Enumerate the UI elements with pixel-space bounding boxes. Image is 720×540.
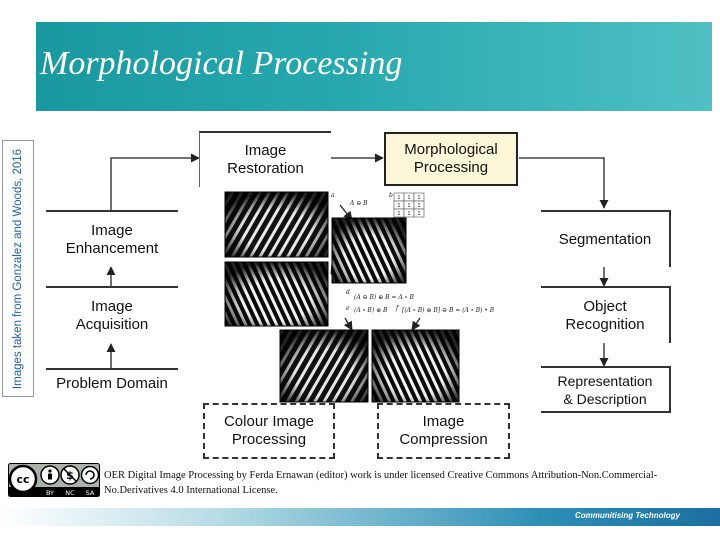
fingerprint-panel-d xyxy=(279,329,369,403)
se-cell: 1 xyxy=(417,211,420,217)
se-cell: 1 xyxy=(407,195,410,201)
fingerprint-panel-e xyxy=(371,329,460,403)
colour-image-processing-box: Colour Image Processing xyxy=(203,403,335,459)
cc-license-badge[interactable]: cc $ BY NC SA xyxy=(8,463,100,497)
panel-label-f: f xyxy=(395,305,400,312)
representation-description-box: Representation & Description xyxy=(541,366,671,413)
license-text: OER Digital Image Processing by Ferda Er… xyxy=(104,470,658,496)
fingerprint-panel-a xyxy=(224,191,329,258)
image-enhancement-box: Image Enhancement xyxy=(46,210,178,267)
image-compression-box: Image Compression xyxy=(377,403,510,459)
structuring-element-grid xyxy=(393,192,425,218)
problem-domain-box: Problem Domain xyxy=(46,368,178,398)
se-cell: 1 xyxy=(417,203,420,209)
image-acquisition-box: Image Acquisition xyxy=(46,286,178,343)
page-title: Morphological Processing xyxy=(40,45,403,82)
footer-tagline: Communitising Technology xyxy=(574,511,680,520)
panel-label-c: c xyxy=(338,217,342,224)
segmentation-box: Segmentation xyxy=(541,210,671,267)
image-restoration-box: Image Restoration xyxy=(199,131,331,187)
se-cell: 1 xyxy=(397,195,400,201)
se-cell: 1 xyxy=(407,211,410,217)
morphological-processing-box: Morphological Processing xyxy=(384,132,518,186)
cc-badge-by: BY xyxy=(46,489,54,497)
se-cell: 1 xyxy=(397,211,400,217)
se-cell: 1 xyxy=(397,203,400,209)
cc-badge-sa: SA xyxy=(86,489,95,497)
panel-label-a: a xyxy=(331,192,335,199)
svg-text:cc: cc xyxy=(16,473,29,486)
image-credit-box: Images taken from Gonzalez and Woods, 20… xyxy=(2,140,34,397)
panel-label-e: e xyxy=(346,305,350,312)
sharealike-icon xyxy=(80,465,100,485)
object-recognition-box: Object Recognition xyxy=(541,286,671,343)
cc-badge-nc: NC xyxy=(65,489,75,497)
panel-label-d: d xyxy=(346,289,350,296)
cc-icon xyxy=(8,464,38,494)
title-banner xyxy=(36,22,712,111)
formula-erosion: A ⊖ B xyxy=(349,200,368,207)
fingerprint-panel-b xyxy=(331,217,407,284)
se-cell: 1 xyxy=(417,195,420,201)
formula-opening: (A ⊖ B) ⊕ B = A ∘ B xyxy=(354,294,414,301)
formula-closing: [(A ∘ B) ⊕ B] ⊖ B = (A ∘ B) • B xyxy=(402,307,495,314)
se-cell: 1 xyxy=(407,203,410,209)
footer-bar xyxy=(0,508,720,526)
formula-dilation: (A ∘ B) ⊕ B xyxy=(354,307,388,314)
fingerprint-panel-c xyxy=(224,261,329,327)
panel-label-b: b xyxy=(389,192,393,199)
